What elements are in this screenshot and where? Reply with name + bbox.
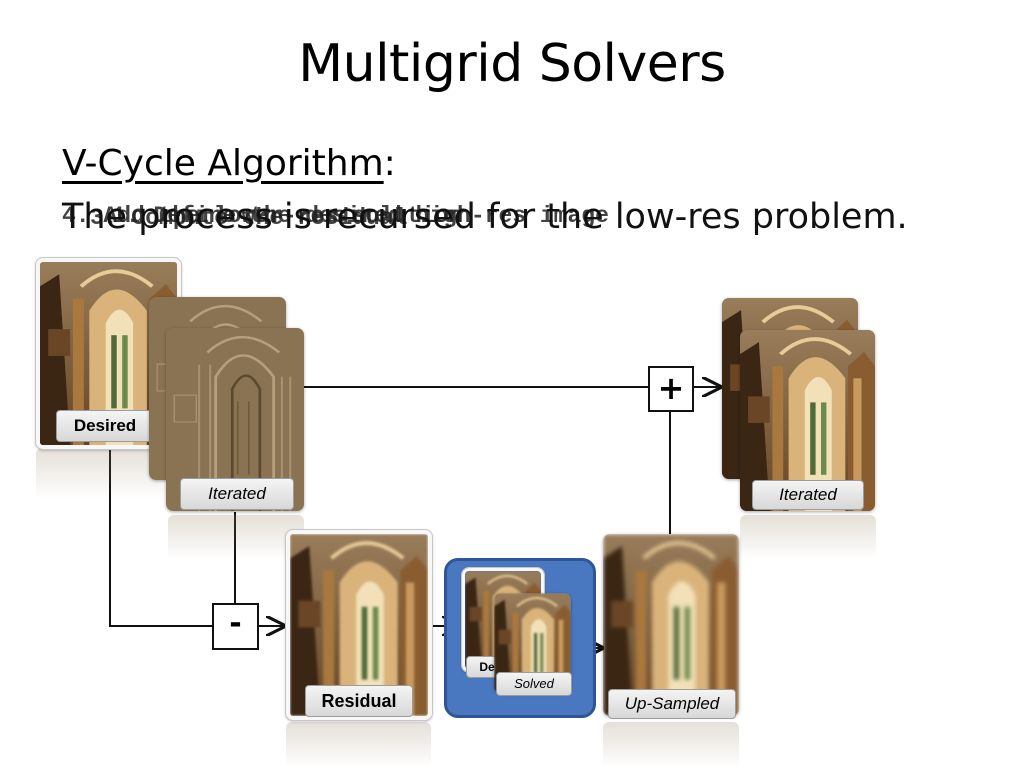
residual-label: Residual [305,685,413,717]
upsampled-reflection [603,722,739,768]
residual-reflection [286,722,431,768]
add-operator: + [648,366,694,412]
subtract-operator: - [212,603,259,650]
result-reflection [740,515,876,560]
desired-label: Desired [56,410,154,442]
solved-label: Solved [496,672,572,696]
iterated-label: Iterated [180,478,294,510]
step-overlay-1: 4. Add the lower-res solution [62,203,463,229]
iterated-reflection [168,515,304,560]
step-overlay-3: 3. Compute the residual [90,205,408,231]
upsampled-label: Up-Sampled [608,689,736,719]
slide-title: Multigrid Solvers [298,34,726,94]
step-current: The process is recursed for the low-res … [62,197,908,237]
line-desired-to-subtract [109,440,212,627]
result-label: Iterated [752,480,864,510]
step-overlay-2: 1. Define the desired high-res image [112,203,609,229]
subtitle-text: V-Cycle Algorithm [62,143,384,184]
subtitle-colon: : [383,143,396,184]
residual-photo [285,529,433,721]
slide-subtitle: V-Cycle Algorithm: [62,143,396,184]
